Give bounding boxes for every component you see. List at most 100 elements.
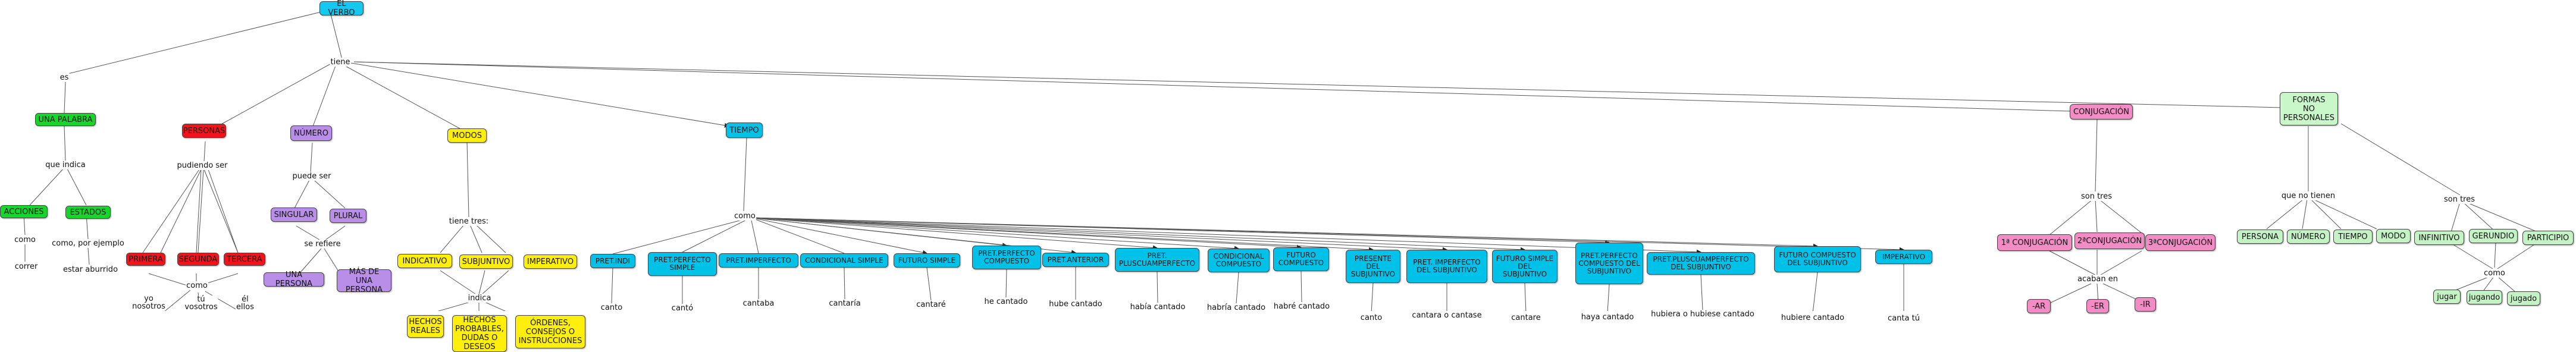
- node-numero[interactable]: NÚMERO: [290, 125, 332, 141]
- node-gerundio[interactable]: GERUNDIO: [2469, 229, 2518, 243]
- link-como-por-ejemplo: como, por ejemplo: [51, 239, 125, 248]
- tense-16[interactable]: FUTURO COMPUESTO DEL SUBJUNTIVO: [1774, 246, 1861, 272]
- concept-map-lines: [23, 11, 2538, 311]
- node-numero-f[interactable]: NÚMERO: [2287, 230, 2330, 244]
- tense-example-14: haya cantado: [1580, 313, 1635, 322]
- link-como-formas: como: [2483, 269, 2506, 278]
- tense-7[interactable]: PRET.ANTERIOR: [1042, 253, 1109, 267]
- tense-link-17: [750, 217, 1904, 252]
- node-una-persona[interactable]: UNA PERSONA: [264, 271, 324, 288]
- node-jugado[interactable]: jugado: [2507, 291, 2540, 306]
- node-ar[interactable]: -AR: [2027, 299, 2051, 313]
- node-mas-de-una-persona[interactable]: MÁS DE UNA PERSONA: [337, 268, 391, 294]
- node-hechos-reales[interactable]: HECHOS REALES: [407, 315, 444, 338]
- node-imperativo-modo[interactable]: IMPERATIVO: [524, 254, 577, 269]
- tense-example-5: cantaré: [916, 300, 947, 309]
- tense-13[interactable]: FUTURO SIMPLE DEL SUBJUNTIVO: [1492, 250, 1557, 283]
- node-persona-f[interactable]: PERSONA: [2237, 230, 2283, 244]
- node-tercera[interactable]: TERCERA: [224, 253, 265, 266]
- node-jugando[interactable]: jugando: [2467, 290, 2502, 304]
- node-indicativo[interactable]: INDICATIVO: [397, 254, 452, 268]
- tense-example-11: canto: [1359, 313, 1383, 322]
- tense-example-16: hubiere cantado: [1780, 313, 1845, 322]
- node-una-palabra[interactable]: UNA PALABRA: [35, 113, 96, 126]
- tense-link-12: [750, 217, 1447, 252]
- node-plural[interactable]: PLURAL: [330, 209, 366, 223]
- node-segunda[interactable]: SEGUNDA: [177, 253, 219, 266]
- tense-example-1: canto: [600, 303, 623, 312]
- tense-drop-10: [1300, 271, 1302, 303]
- node-1-conjugacion[interactable]: 1ª CONJUGACIÓN: [1997, 234, 2072, 251]
- link-como-tiempo: como: [734, 212, 756, 221]
- tense-drop-11: [1371, 282, 1374, 311]
- tense-example-15: hubiera o hubiese cantado: [1650, 310, 1755, 319]
- node-el-verbo[interactable]: EL VERBO: [319, 0, 363, 17]
- node-ir[interactable]: -IR: [2135, 297, 2156, 312]
- link-se-refiere: se refiere: [303, 240, 341, 249]
- tense-example-6: he cantado: [983, 297, 1029, 306]
- tense-4[interactable]: CONDICIONAL SIMPLE: [800, 253, 888, 268]
- node-ordenes[interactable]: ÓRDENES, CONSEJOS O INSTRUCCIONES: [515, 315, 585, 348]
- tense-drop-1: [611, 268, 613, 304]
- tense-12[interactable]: PRET. IMPERFECTO DEL SUBJUNTIVO: [1406, 250, 1487, 283]
- tense-link-13: [750, 217, 1525, 252]
- example-yo-nosotros: yo nosotros: [131, 294, 166, 311]
- tense-example-8: había cantado: [1129, 303, 1186, 312]
- tense-drop-9: [1236, 272, 1239, 304]
- node-primera[interactable]: PRIMERA: [126, 253, 165, 266]
- link-acaban-en: acaban en: [2077, 275, 2119, 284]
- link-es: es: [59, 73, 70, 82]
- example-correr: correr: [14, 262, 39, 271]
- tense-8[interactable]: PRET. PLUSCUAMPERFECTO: [1115, 248, 1199, 272]
- link-que-indica: que indica: [45, 161, 86, 169]
- tense-6[interactable]: PRET.PERFECTO COMPUESTO: [972, 246, 1041, 269]
- tense-5[interactable]: FUTURO SIMPLE: [894, 253, 960, 268]
- node-infinitivo[interactable]: INFINITIVO: [2414, 231, 2464, 245]
- tense-drop-8: [1157, 271, 1158, 303]
- node-jugar[interactable]: jugar: [2433, 290, 2461, 304]
- tense-17[interactable]: IMPERATIVO: [1875, 250, 1932, 264]
- node-2-conjugacion[interactable]: 2ªCONJUGACIÓN: [2074, 232, 2145, 249]
- tense-15[interactable]: PRET.PLUSCUAMPERFECTO DEL SUBJUNTIVO: [1647, 252, 1755, 275]
- node-singular[interactable]: SINGULAR: [271, 208, 317, 222]
- tense-10[interactable]: FUTURO COMPUESTO: [1273, 247, 1329, 271]
- tense-3[interactable]: PRET.IMPERFECTO: [719, 253, 798, 268]
- tense-drop-6: [1005, 269, 1007, 298]
- node-tiempo[interactable]: TIEMPO: [726, 122, 763, 138]
- tense-example-9: habría cantado: [1206, 303, 1267, 312]
- example-estar-aburrido: estar aburrido: [62, 265, 119, 274]
- tense-example-17: canta tú: [1887, 314, 1920, 323]
- tense-link-4: [750, 217, 845, 254]
- tense-2[interactable]: PRET.PERFECTO SIMPLE: [648, 252, 717, 276]
- tense-example-4: cantaría: [828, 299, 861, 308]
- tense-link-1: [612, 217, 751, 254]
- tense-9[interactable]: CONDICIONAL COMPUESTO: [1208, 249, 1270, 272]
- tense-link-3: [750, 217, 759, 254]
- node-3-conjugacion[interactable]: 3ªCONJUGACIÓN: [2145, 234, 2215, 251]
- example-tu-vosotros: tú vosotros: [184, 295, 218, 312]
- node-conjugacion[interactable]: CONJUGACIÓN: [2070, 104, 2133, 120]
- tense-link-11: [750, 217, 1374, 252]
- tense-example-13: cantare: [1510, 313, 1541, 322]
- node-hechos-probables[interactable]: HECHOS PROBABLES, DUDAS O DESEOS: [452, 315, 507, 352]
- node-tiempo-f[interactable]: TIEMPO: [2333, 230, 2373, 244]
- link-tiene: tiene: [330, 58, 351, 67]
- node-acciones[interactable]: ACCIONES: [0, 205, 48, 218]
- node-modos[interactable]: MODOS: [447, 128, 487, 143]
- tense-drop-14: [1607, 284, 1610, 311]
- node-estados[interactable]: ESTADOS: [65, 206, 111, 219]
- node-participio[interactable]: PARTICIPIO: [2522, 231, 2574, 245]
- tense-11[interactable]: PRESENTE DEL SUBJUNTIVO: [1346, 250, 1400, 283]
- node-modo-f[interactable]: MODO: [2376, 229, 2411, 243]
- link-indica: indica: [467, 294, 492, 303]
- node-subjuntivo[interactable]: SUBJUNTIVO: [459, 254, 513, 269]
- tense-14[interactable]: PRET.PERFECTO COMPUESTO DEL SUBJUNTIVO: [1575, 243, 1643, 284]
- node-formas-no-personales[interactable]: FORMAS NO PERSONALES: [2280, 92, 2338, 125]
- node-personas[interactable]: PERSONAS: [182, 124, 226, 138]
- link-son-tres-formas: son tres: [2443, 195, 2476, 204]
- tense-drop-4: [844, 267, 845, 300]
- tense-1[interactable]: PRET.INDI: [590, 254, 635, 268]
- link-tiene-tres: tiene tres:: [448, 217, 490, 226]
- tense-link-5: [750, 217, 927, 255]
- node-er[interactable]: -ER: [2086, 299, 2109, 313]
